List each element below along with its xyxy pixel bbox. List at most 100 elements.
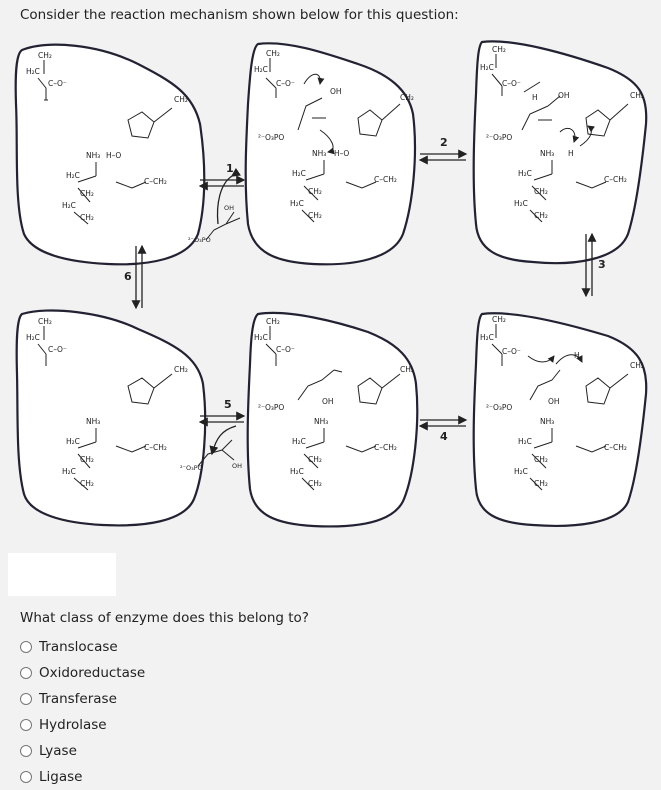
panel2-h-o: H–O	[334, 149, 349, 158]
substrate-top-oh: OH	[224, 204, 234, 212]
panel2-ch2-2: CH₂	[308, 187, 322, 196]
radio-icon[interactable]	[20, 771, 32, 783]
panel4-ch2-2: CH₂	[80, 455, 94, 464]
option-ligase[interactable]: Ligase	[20, 764, 145, 790]
panel6-c-ch2: C–CH₂	[604, 443, 627, 452]
panel6-ch2-3: CH₂	[534, 479, 548, 488]
panel6-nh3: NH₃	[540, 417, 554, 426]
option-label: Hydrolase	[39, 717, 107, 733]
panel1-c-ch2: C–CH₂	[144, 177, 167, 186]
panel5-ch2-2: CH₂	[308, 455, 322, 464]
panel1-ch2-his: CH₂	[174, 95, 188, 104]
panel1-ch2-2: CH₂	[80, 189, 94, 198]
panel3-h: H	[532, 93, 538, 102]
panel1-nh3: NH₃	[86, 151, 100, 160]
panel2-ch2-his: CH₂	[400, 93, 414, 102]
panel3-oh: OH	[558, 91, 570, 100]
panel6-ch2-top: CH₂	[492, 315, 506, 324]
substrate-bottom-oh: OH	[232, 462, 242, 470]
option-hydrolase[interactable]: Hydrolase	[20, 712, 145, 738]
panel3-h2c: H₂C	[480, 63, 494, 72]
panel3-o3po: ²⁻O₃PO	[486, 133, 512, 142]
panel1-c-o: C–O⁻	[48, 79, 67, 88]
panel1-ch2-3: CH₂	[80, 213, 94, 222]
panel2-ch2-top: CH₂	[266, 49, 280, 58]
panel6-h2c-3: H₂C	[514, 467, 528, 476]
panel6-ch2-2: CH₂	[534, 455, 548, 464]
panel4-h2c-2: H₂C	[66, 437, 80, 446]
step-label-1: 1	[226, 162, 234, 175]
panel1-h2c-2: H₂C	[66, 171, 80, 180]
panel4-h2c: H₂C	[26, 333, 40, 342]
radio-icon[interactable]	[20, 745, 32, 757]
panel2-oh: OH	[330, 87, 342, 96]
panel5-h2c-3: H₂C	[290, 467, 304, 476]
panel3-c-o: C–O⁻	[502, 79, 521, 88]
enzyme-pocket-6	[472, 312, 648, 527]
panel1-h2c: H₂C	[26, 67, 40, 76]
substrate-bottom-o3po: ²⁻O₃PO	[180, 464, 203, 472]
panel1-h-o: H–O	[106, 151, 121, 160]
panel3-h: H	[568, 149, 574, 158]
panel2-ch2-3: CH₂	[308, 211, 322, 220]
question-prompt: What class of enzyme does this belong to…	[20, 610, 309, 626]
reaction-mechanism-figure: CH₂ H₂C C–O⁻ NH₃ H–O H₂C CH₂ H₂C CH₂ C–C…	[8, 34, 653, 534]
radio-icon[interactable]	[20, 667, 32, 679]
option-label: Ligase	[39, 769, 83, 785]
panel5-c-ch2: C–CH₂	[374, 443, 397, 452]
answer-options: Translocase Oxidoreductase Transferase H…	[20, 634, 145, 790]
blank-box	[8, 553, 116, 596]
enzyme-pocket-2	[244, 42, 417, 266]
panel2-h2c-3: H₂C	[290, 199, 304, 208]
option-translocase[interactable]: Translocase	[20, 634, 145, 660]
option-label: Translocase	[39, 639, 118, 655]
panel3-c-ch2: C–CH₂	[604, 175, 627, 184]
panel1-ch2-top: CH₂	[38, 51, 52, 60]
enzyme-pocket-5	[246, 311, 419, 528]
radio-icon[interactable]	[20, 719, 32, 731]
panel4-ch2-3: CH₂	[80, 479, 94, 488]
option-label: Transferase	[39, 691, 117, 707]
panel3-h2c-3: H₂C	[514, 199, 528, 208]
radio-icon[interactable]	[20, 693, 32, 705]
panel5-ch2-top: CH₂	[266, 317, 280, 326]
option-label: Lyase	[39, 743, 77, 759]
step-label-4: 4	[440, 430, 448, 443]
panel4-ch2-his: CH₂	[174, 365, 188, 374]
panel2-c-o: C–O⁻	[276, 79, 295, 88]
step-label-5: 5	[224, 398, 232, 411]
panel3-ch2-top: CH₂	[492, 45, 506, 54]
option-lyase[interactable]: Lyase	[20, 738, 145, 764]
panel6-ch2-his: CH₂	[630, 361, 644, 370]
panel6-o3po: ²⁻O₃PO	[486, 403, 512, 412]
panel3-nh3: NH₃	[540, 149, 554, 158]
radio-icon[interactable]	[20, 641, 32, 653]
panel3-ch2-3: CH₂	[534, 211, 548, 220]
panel6-h2c: H₂C	[480, 333, 494, 342]
panel4-c-o: C–O⁻	[48, 345, 67, 354]
option-transferase[interactable]: Transferase	[20, 686, 145, 712]
panel3-ch2-2: CH₂	[534, 187, 548, 196]
panel6-h2c-2: H₂C	[518, 437, 532, 446]
panel5-oh: OH	[322, 397, 334, 406]
step-label-3: 3	[598, 258, 606, 271]
panel5-ch2-3: CH₂	[308, 479, 322, 488]
question-intro: Consider the reaction mechanism shown be…	[20, 7, 459, 23]
panel1-h2c-3: H₂C	[62, 201, 76, 210]
panel3-h2c-2: H₂C	[518, 169, 532, 178]
option-oxidoreductase[interactable]: Oxidoreductase	[20, 660, 145, 686]
panel4-ch2-top: CH₂	[38, 317, 52, 326]
panel5-ch2-his: CH₂	[400, 365, 414, 374]
panel2-h2c: H₂C	[254, 65, 268, 74]
panel2-o3po: ²⁻O₃PO	[258, 133, 284, 142]
option-label: Oxidoreductase	[39, 665, 146, 681]
panel4-c-ch2: C–CH₂	[144, 443, 167, 452]
enzyme-pocket-4	[15, 309, 207, 527]
substrate-top-o3po: ²⁻O₃PO	[188, 236, 211, 244]
step-label-6: 6	[124, 270, 132, 283]
panel6-oh: OH	[548, 397, 560, 406]
panel2-nh3: NH₃	[312, 149, 326, 158]
panel5-o3po: ²⁻O₃PO	[258, 403, 284, 412]
panel5-c-o: C–O⁻	[276, 345, 295, 354]
panel2-h2c-2: H₂C	[292, 169, 306, 178]
